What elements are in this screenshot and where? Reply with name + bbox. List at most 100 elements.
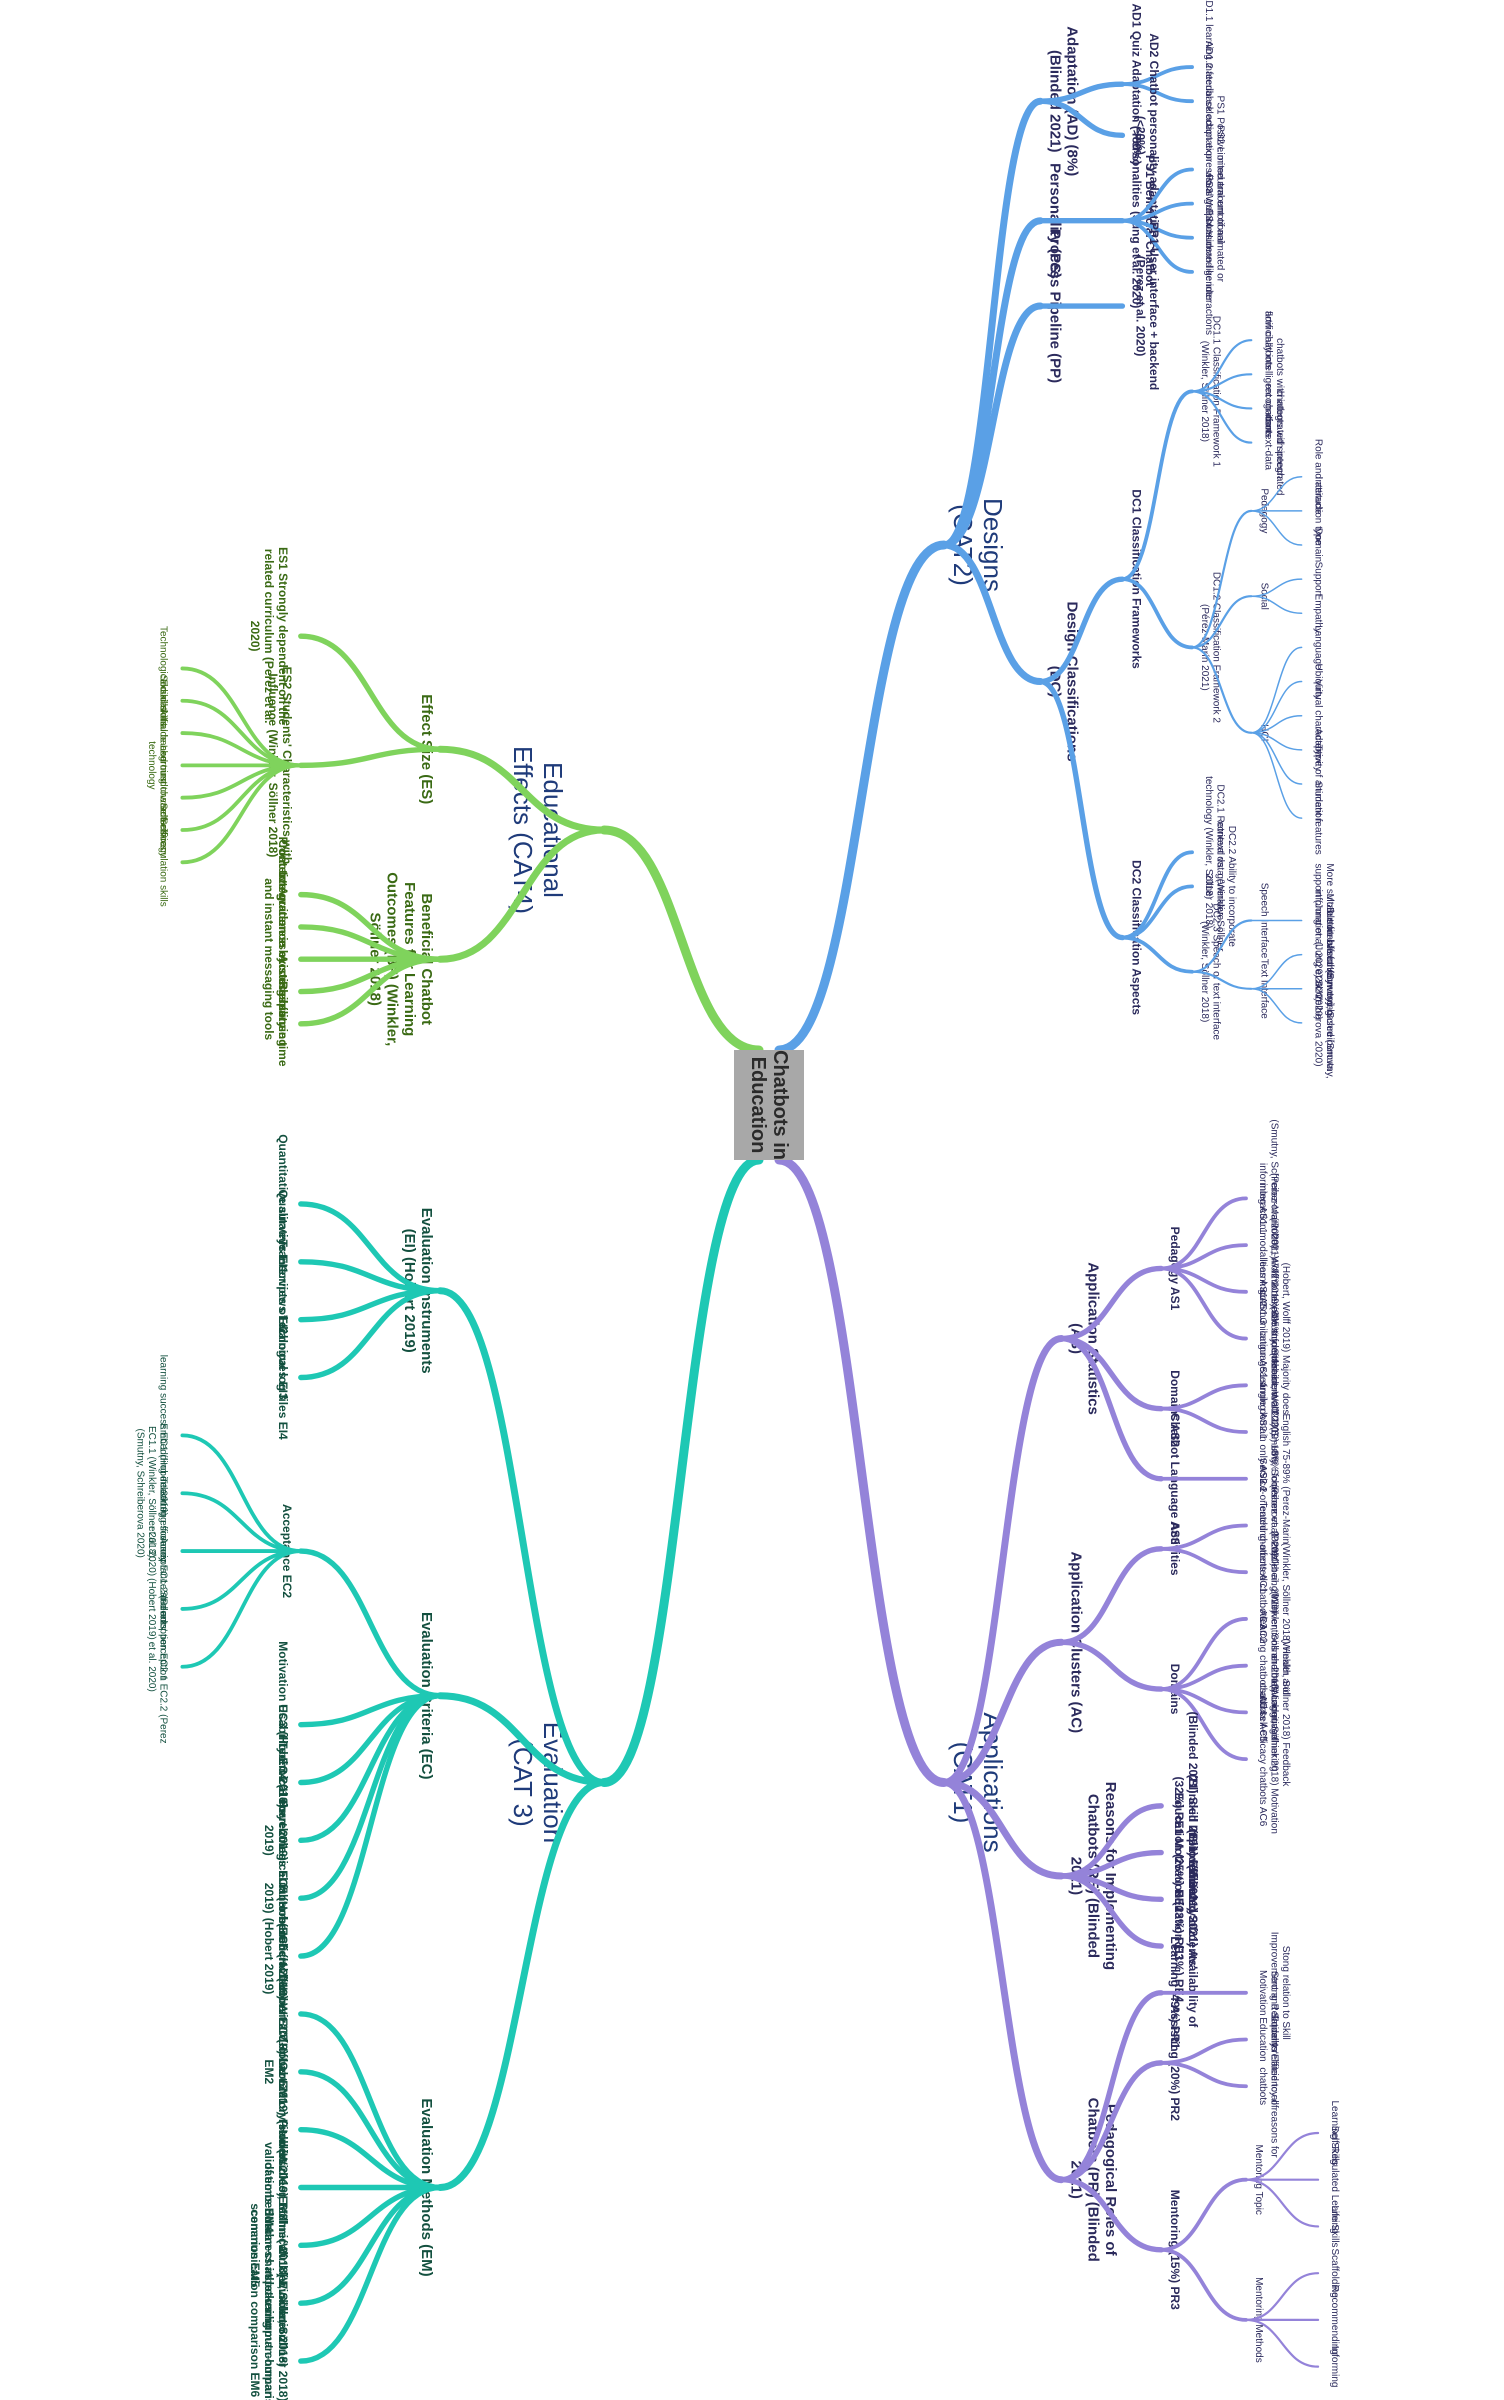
cat1-3-1-node-1: Equally related to all reasons forchatbo…: [1257, 2015, 1280, 2159]
cat3-1-0-node-1: Embedding in learning scenarioEC1.1 (Win…: [134, 1423, 168, 1564]
cat3-branch-1: [436, 1692, 608, 1786]
cat3-1-node-5: Further beneficial factors EC7(Hobert 20…: [262, 1871, 290, 2042]
cat3-1-0-node-2: Teaching efficiency EC1.2 (Perezet al. 2…: [146, 1478, 169, 1625]
cat1-1-1-node-0: (Winkler, Söllner 2018) Health andwell-b…: [1257, 1543, 1291, 1695]
cat2-3-0-0-node-2: chatbots with integrated speechrecogniti…: [1262, 338, 1285, 479]
cat4-0-1-node-6: Self-regulation skills: [157, 818, 168, 907]
cat2-3-0-branch-1: [1120, 577, 1194, 650]
cat2-3-0-1-2-node-0: Language: [1313, 625, 1324, 670]
cat1-branch-1: [940, 1638, 1065, 1786]
cat4-0-1-node-3: Attitude and trust towardstechnology: [146, 709, 169, 822]
cat3-0-node-0: Quantitative surveys EI1: [276, 1134, 290, 1274]
cat1-0-0-node-1: (Perez-Marin 2021) ~42% mixedinteraction…: [1257, 1173, 1280, 1317]
cat2-1-0-node-3: PS4 Human-like interactions: [1203, 209, 1214, 335]
cat2-3-0-1-branch-2: [1190, 646, 1253, 734]
cat3-label: Evaluation(CAT 3): [508, 1722, 568, 1843]
root-label-line1: Chatbots in: [769, 1050, 791, 1160]
cat1-0-2-node-0: English 75-89% (Perez-Marin2021)(Smutny,…: [1257, 1401, 1291, 1556]
cat4-1-branch-4: [298, 956, 443, 1027]
root-node: Chatbots in Education: [734, 1050, 804, 1160]
cat1-3-2-0-branch-0: [1244, 2131, 1320, 2181]
cat1-0-branch-0: [1058, 1265, 1164, 1342]
cat1-0-0-node-0: (Smutny, Schreiberova 2020) ~47%informin…: [1257, 1119, 1280, 1277]
cat1-1-branch-0: [1058, 1546, 1164, 1646]
cat2-3-1-node-2: DC2.3 Speech or text interface(Winkler, …: [1199, 903, 1222, 1040]
cat1-branch-0: [940, 1335, 1065, 1786]
cat1-branch-3: [940, 1779, 1065, 2184]
cat1-3-2-0-node-2: Life Skills: [1329, 2205, 1340, 2247]
cat2-3-1-2-1-node-0: More suitable for conveyinginformation (…: [1313, 890, 1336, 1020]
cat3-1-node-3: Technical correctness EC5 (Hobert2019): [262, 1741, 290, 1940]
cat3-2-node-2: (Hobert 2019) Field studies EM3: [276, 2039, 290, 2221]
cat1-branch-2: [940, 1779, 1065, 1880]
cat3-0-node-3: Technical log files EI4: [276, 1315, 290, 1440]
cat2-3-0-1-0-node-2: Domain: [1313, 528, 1324, 562]
cat2-3-0-0-branch-0: [1190, 339, 1253, 393]
cat1-3-2-0-branch-2: [1244, 2178, 1320, 2228]
cat2-3-0-node-1: DC1.2 Classification Framework 2(Pérez-M…: [1199, 572, 1222, 724]
cat1-0-1-node-0: (Smutny, Schreiberova 2020) ~18%language…: [1257, 1306, 1280, 1464]
cat2-3-0-branch-0: [1120, 389, 1194, 582]
cat1-3-branch-2: [1058, 2177, 1164, 2253]
cat4-0-1-node-2: Educational background: [157, 679, 168, 786]
cat2-3-0-1-2-node-5: Student features: [1313, 781, 1324, 854]
cat2-1-0-branch-3: [1120, 218, 1194, 274]
cat2-1-0-node-1: PS2 Limited amount of animated orvisual …: [1203, 125, 1226, 282]
cat2-3-0-0-node-1: artificially intelligent chatbots: [1262, 311, 1273, 438]
cat1-3-0-node-0: Stong relation to SkillImprovement and S…: [1257, 1932, 1291, 2054]
cat1-3-2-1-branch-0: [1244, 2272, 1320, 2321]
cat2-1-0-node-0: PS1 Positive or neutral emotionalexpress…: [1203, 96, 1226, 244]
cat2-3-0-1-2-branch-2: [1250, 714, 1303, 734]
cat2-3-0-1-0-branch-0: [1250, 475, 1303, 512]
cat1-2-branch-3: [1058, 1873, 1164, 1949]
cat1-0-1-branch-1: [1159, 1406, 1248, 1434]
cat3-branch-2: [436, 1779, 608, 2191]
cat3-1-node-1: Motivation EC3 (Hobert 2019): [276, 1641, 290, 1808]
cat3-2-node-0: (Hobert 2019) Wizard-of-Oz EM1: [276, 1923, 290, 2105]
cat2-3-0-1-1-branch-1: [1250, 595, 1303, 615]
cat2-branch-2: [940, 302, 1044, 549]
cat1-0-branch-2: [1058, 1335, 1164, 1482]
cat1-3-2-branch-0: [1159, 2177, 1248, 2252]
cat3-trunk: [599, 1155, 764, 1787]
cat1-1-1-node-2: (Winkler, Söllner 2018) Feedbackand meta…: [1257, 1638, 1291, 1787]
cat2-0-0-node-1: AD1.2 feedback adaptation: [1203, 41, 1214, 162]
cat1-1-0-branch-1: [1159, 1546, 1248, 1575]
cat4-1-node-4: Response time: [276, 981, 290, 1067]
cat1-3-branch-1: [1058, 2060, 1164, 2183]
cat1-2-node-3: (Blinded 2021) Availability ofEduation (…: [1172, 1865, 1200, 2028]
cat4-branch-1: [436, 826, 608, 963]
cat3-1-0-node-0: learning success EC1 (Hobert 2019): [157, 1355, 168, 1516]
cat1-trunk: [774, 1155, 949, 1787]
cat2-3-1-node-1: DC2.2 Ability to incorporatecontext data…: [1203, 821, 1237, 952]
cat4-1-node-0: Context Awareness: [276, 839, 290, 950]
cat4-0-branch-0: [298, 633, 443, 752]
cat2-3-1-2-1-node-2: Keyword-based (Smutny,Schreiberova 2020): [1313, 967, 1336, 1079]
cat1-node-2: Reasons for ImplementingChatbots (RE) (B…: [1067, 1782, 1119, 1970]
cat2-3-0-1-0-node-1: Interaction type: [1313, 477, 1324, 546]
cat2-0-node-1: AD2 Chatbot personality adaptation(<20%): [1133, 33, 1161, 237]
cat1-1-1-branch-3: [1159, 1687, 1248, 1762]
cat2-3-1-2-branch-0: [1190, 919, 1253, 973]
cat2-3-0-1-1-node-0: Support: [1313, 562, 1324, 597]
cat1-3-2-1-node-1: Recommending: [1329, 2285, 1340, 2355]
cat3-0-node-1: Qualitative Interviews EI2: [276, 1189, 290, 1334]
cat2-3-1-2-branch-1: [1190, 970, 1253, 990]
cat2-3-0-1-2-node-4: Type of animation: [1313, 744, 1324, 823]
cat3-0-branch-3: [298, 1288, 443, 1381]
cat2-3-1-2-1-branch-2: [1250, 988, 1303, 1024]
cat1-3-2-1-node-0: Scaffolding: [1329, 2249, 1340, 2298]
cat2-3-branch-0: [1037, 576, 1126, 685]
cat3-0-node-2: Transcripts of dialogues EI3: [276, 1240, 290, 1400]
cat3-2-branch-6: [298, 2184, 443, 2364]
cat2-3-0-node-0: DC1.1 Classification Framework 1(Winkler…: [1199, 316, 1222, 468]
cat1-1-0-node-1: (Perez et al. 2020)Teaching-oriented cha…: [1257, 1501, 1280, 1643]
cat1-3-2-branch-1: [1159, 2247, 1248, 2322]
cat4-trunk: [599, 825, 764, 1055]
cat2-3-0-0-node-3: chatbots with integratedcontext-data: [1262, 390, 1285, 496]
cat2-2-node-0: PP1 User interface + backend(Perez et al…: [1133, 222, 1161, 390]
cat2-1-0-node-2: PS3 Well-considered gender: [1203, 174, 1214, 302]
cat2-0-branch-1: [1037, 98, 1126, 139]
